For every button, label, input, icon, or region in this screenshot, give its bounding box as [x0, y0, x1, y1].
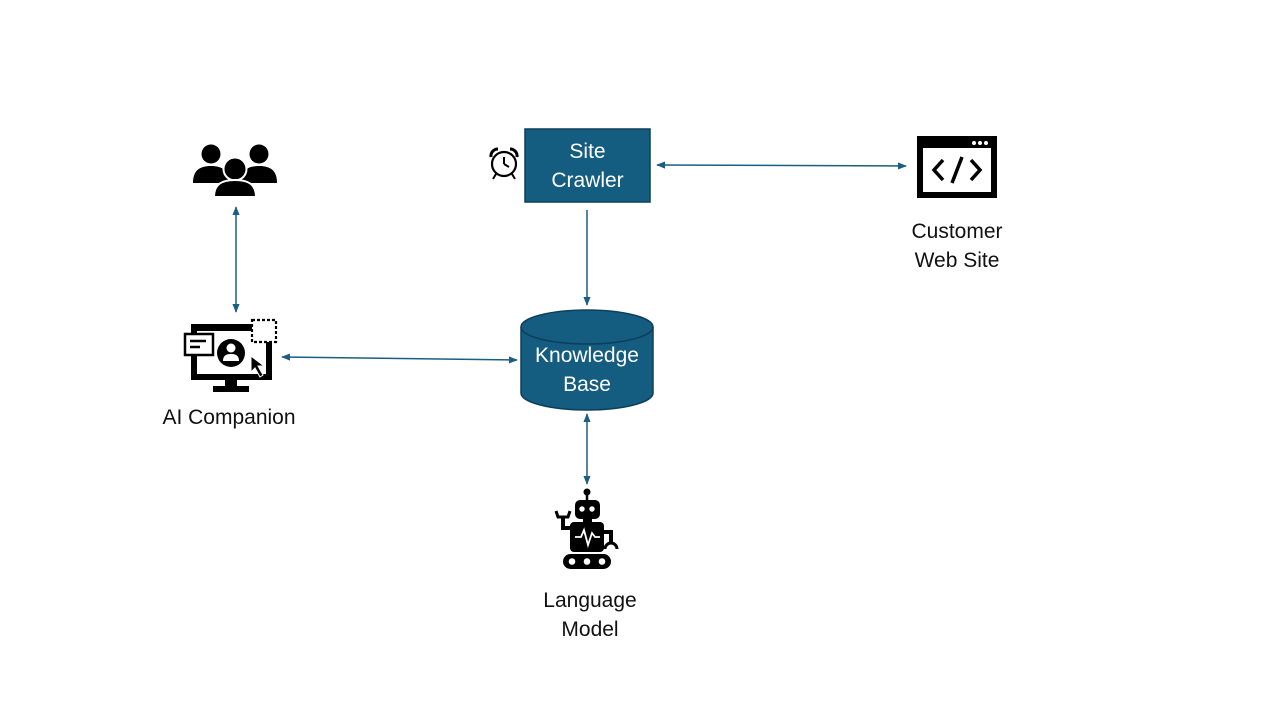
language-model-label: Language Model: [543, 589, 637, 641]
computer-user-icon: [183, 318, 278, 392]
site-crawler-label: Site Crawler: [551, 140, 624, 192]
connectors: [232, 161, 907, 485]
site-crawler-node[interactable]: [524, 128, 651, 203]
edge-ai-companion-knowledge-base: [281, 353, 518, 364]
customer-web-site-label: Customer Web Site: [911, 220, 1003, 272]
alarm-clock-icon: [489, 147, 519, 180]
edge-site-crawler-customer-web-site: [656, 161, 907, 170]
code-window-icon: [917, 136, 997, 198]
knowledge-base-label: Knowledge Base: [535, 344, 639, 396]
user-group-icon: [193, 144, 277, 198]
knowledge-base-node[interactable]: [520, 309, 654, 411]
ai-companion-label: AI Companion: [162, 406, 296, 429]
robot-icon: [554, 488, 619, 569]
